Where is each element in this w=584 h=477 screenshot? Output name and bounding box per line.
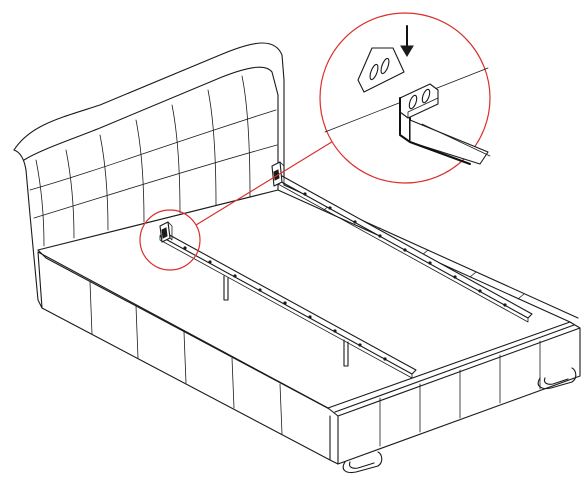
rail-tube xyxy=(409,119,489,165)
left-bracket xyxy=(159,221,173,243)
footboard-panels xyxy=(379,340,541,447)
center-leg-right xyxy=(343,339,349,367)
callout-detail-content xyxy=(324,25,491,165)
headboard-back-outline xyxy=(13,42,285,186)
front-leg-inner xyxy=(348,461,375,469)
right-rail-holes xyxy=(303,192,507,307)
bed-frame xyxy=(37,184,581,474)
right-leg-inner xyxy=(543,377,569,385)
callout-leader-line xyxy=(195,139,336,226)
front-leg xyxy=(342,451,383,474)
left-rail-panels xyxy=(89,281,283,435)
left-support-rail-lower xyxy=(159,235,413,379)
support-rails xyxy=(159,161,533,379)
footboard-inner-top xyxy=(334,324,575,413)
right-support-rail xyxy=(277,175,533,319)
headboard-vertical-seams xyxy=(35,75,251,247)
left-rail-holes xyxy=(183,246,387,361)
left-rail-outer-edge xyxy=(37,251,43,309)
center-leg-left xyxy=(223,275,229,301)
left-support-rail xyxy=(159,231,417,375)
right-leg xyxy=(537,367,577,390)
headboard-horizontal-seams xyxy=(29,109,278,219)
left-rail-top-edge xyxy=(37,251,329,409)
headboard-front-top xyxy=(23,66,279,191)
headboard-front-outline xyxy=(13,149,43,309)
right-bracket xyxy=(271,161,285,187)
detail-callout xyxy=(139,12,491,271)
headboard xyxy=(13,42,285,309)
left-rail-bottom xyxy=(41,307,331,461)
arrow-down-icon xyxy=(400,25,414,57)
callout-source-circle xyxy=(139,209,201,271)
